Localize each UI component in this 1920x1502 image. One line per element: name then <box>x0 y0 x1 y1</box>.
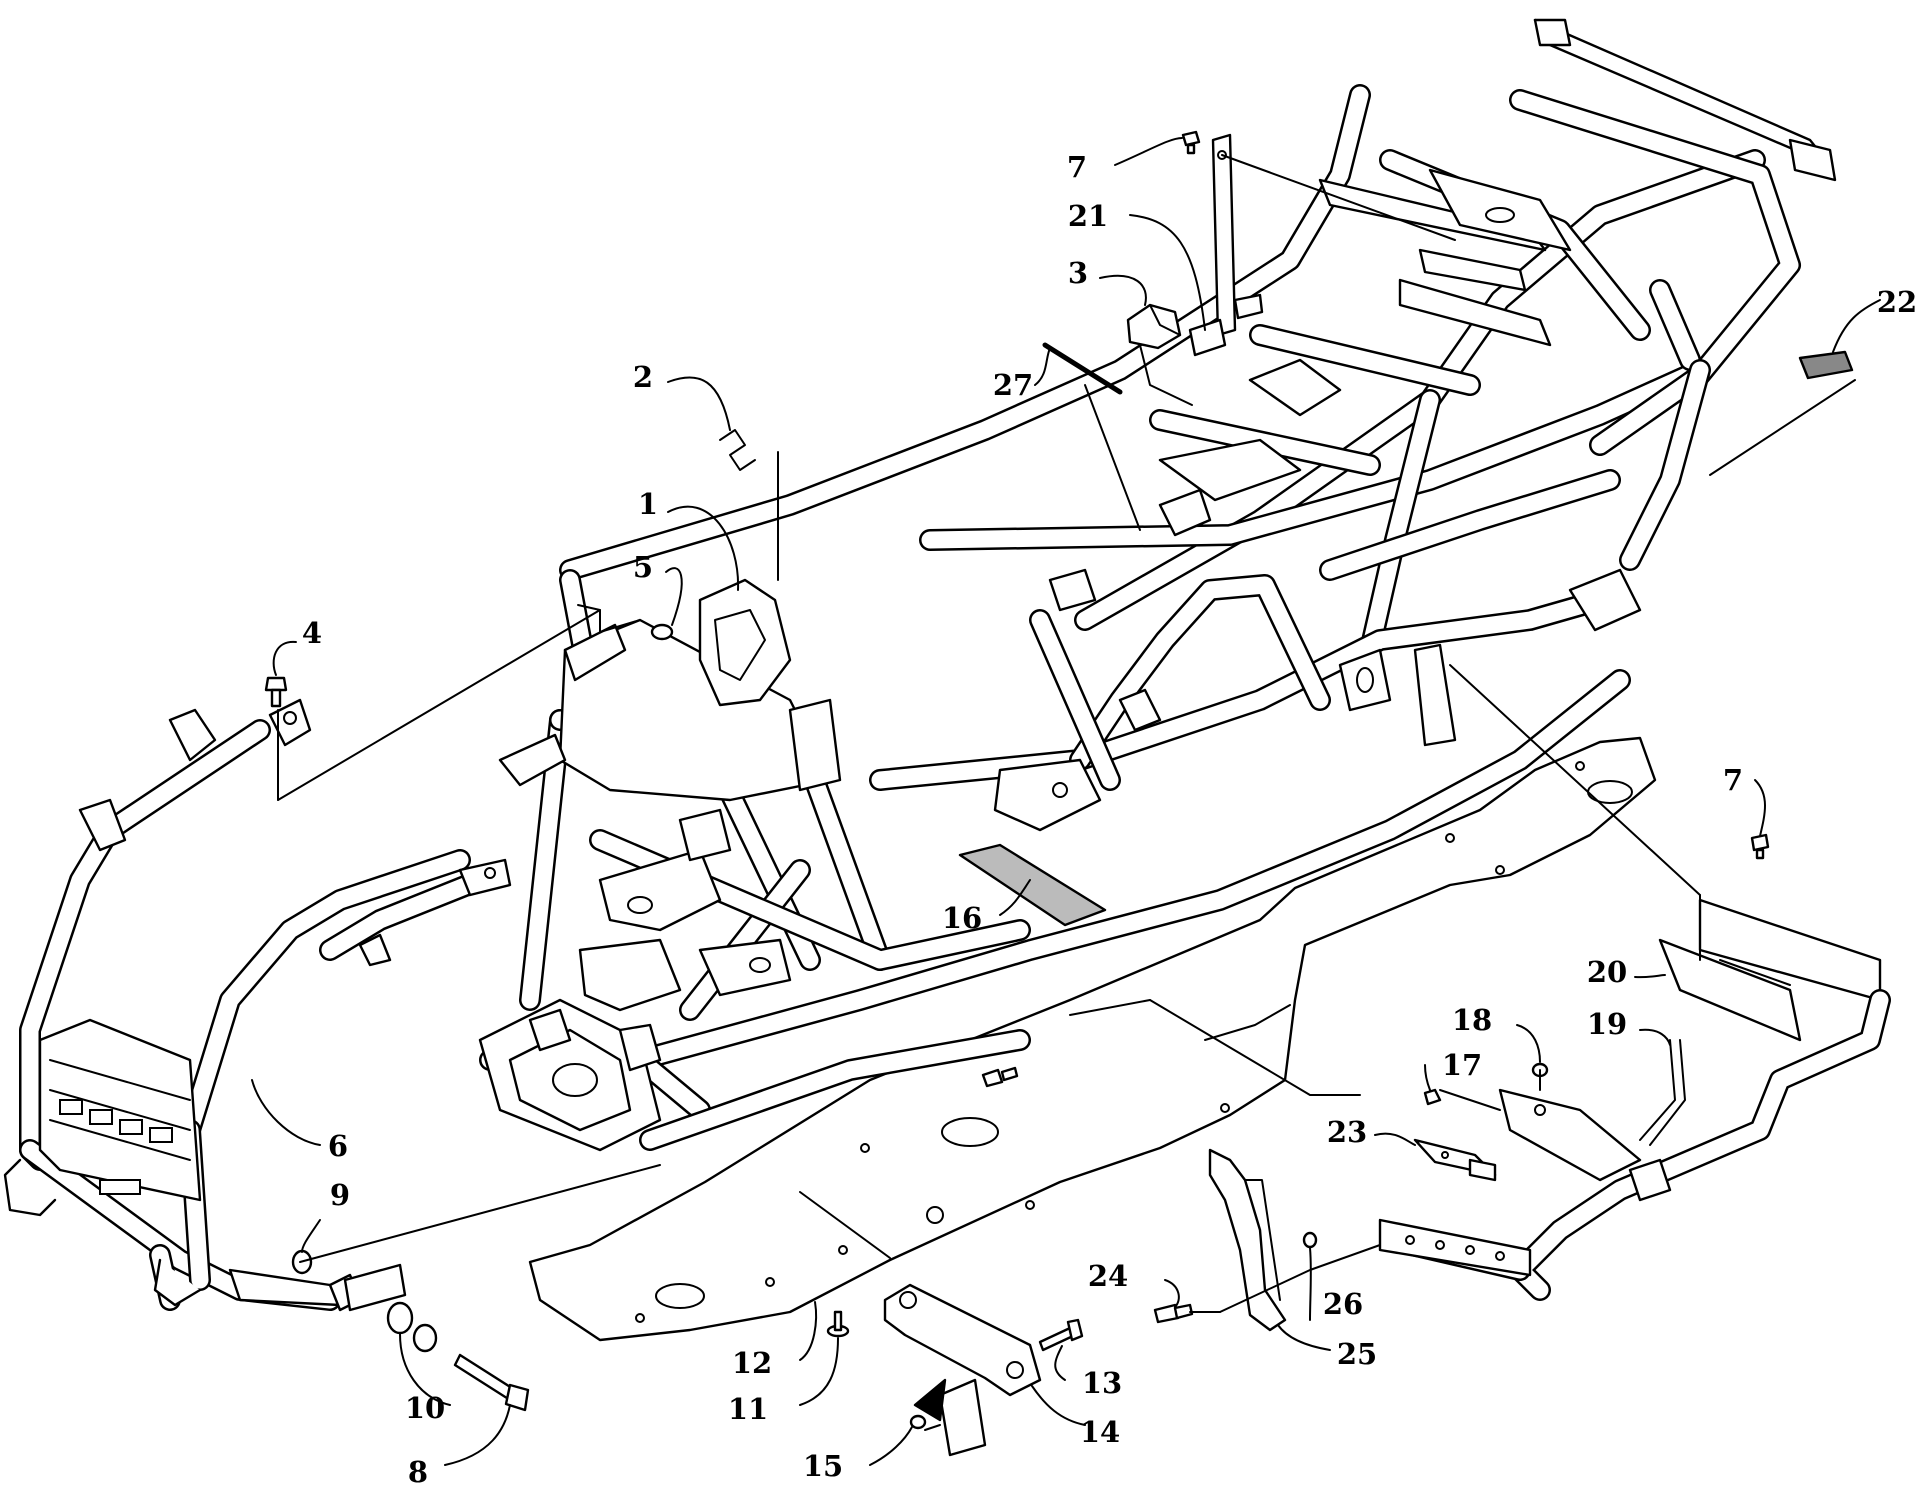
part-24-bolt <box>1153 1303 1194 1324</box>
part-26-nut <box>1302 1231 1318 1249</box>
callout-2: 2 <box>633 360 653 394</box>
callout-leaders <box>251 137 1881 1466</box>
part-10-spacer <box>412 1323 438 1353</box>
callout-labels: 1 2 3 4 5 6 7 7 8 9 10 11 12 13 14 15 16… <box>302 150 1917 1489</box>
callout-17: 17 <box>1442 1048 1482 1082</box>
part-3-cap <box>1126 303 1182 350</box>
callout-5: 5 <box>633 550 653 584</box>
part-5-nut <box>650 623 674 641</box>
part-13-bolt <box>1038 1318 1084 1352</box>
part-27-rod <box>1042 342 1123 395</box>
callout-7-right: 7 <box>1723 763 1743 797</box>
callout-4: 4 <box>302 616 322 650</box>
part-1-cover <box>698 578 792 707</box>
callout-20: 20 <box>1587 955 1627 989</box>
part-16-pad <box>958 843 1107 927</box>
part-22-decal <box>1798 350 1854 380</box>
callout-27: 27 <box>993 368 1033 402</box>
frame-mount-bolt <box>981 1066 1019 1088</box>
callout-18: 18 <box>1452 1003 1492 1037</box>
part-8-bolt <box>453 1353 530 1412</box>
part-14-bracket <box>883 1283 1042 1457</box>
callout-22: 22 <box>1877 285 1917 319</box>
part-15-nut <box>909 1414 927 1430</box>
part-10-washer <box>343 1263 414 1335</box>
part-17-nut <box>1423 1088 1442 1106</box>
callout-13: 13 <box>1082 1366 1122 1400</box>
part-4-bolt <box>264 676 288 708</box>
part-21-bracket <box>1188 133 1264 357</box>
part-23-plate <box>1413 1138 1497 1182</box>
skid-plate <box>528 736 1657 1342</box>
callout-6: 6 <box>328 1129 348 1163</box>
part-2-clip <box>719 429 756 471</box>
callout-1: 1 <box>638 487 658 521</box>
main-frame <box>478 18 1837 1152</box>
callout-16: 16 <box>942 901 982 935</box>
callout-11: 11 <box>728 1392 768 1426</box>
callout-12: 12 <box>732 1346 772 1380</box>
footrest-assembly <box>1378 898 1891 1301</box>
callout-10: 10 <box>405 1391 445 1425</box>
part-11-screw <box>826 1310 850 1338</box>
part-7-bolt-upper <box>1181 130 1201 155</box>
callout-8: 8 <box>408 1455 428 1489</box>
front-bumper <box>3 698 512 1312</box>
callout-21: 21 <box>1068 199 1108 233</box>
part-25-bracket <box>1208 1148 1287 1332</box>
callout-15: 15 <box>803 1449 843 1483</box>
callout-3: 3 <box>1068 256 1088 290</box>
callout-14: 14 <box>1080 1415 1120 1449</box>
callout-24: 24 <box>1088 1259 1128 1293</box>
callout-19: 19 <box>1587 1007 1627 1041</box>
callout-25: 25 <box>1337 1337 1377 1371</box>
callout-23: 23 <box>1327 1115 1367 1149</box>
callout-9: 9 <box>330 1178 350 1212</box>
callout-26: 26 <box>1323 1287 1363 1321</box>
explosion-lines <box>277 154 1856 1313</box>
part-7-bolt-right <box>1750 833 1770 860</box>
callout-7-upper: 7 <box>1067 150 1087 184</box>
